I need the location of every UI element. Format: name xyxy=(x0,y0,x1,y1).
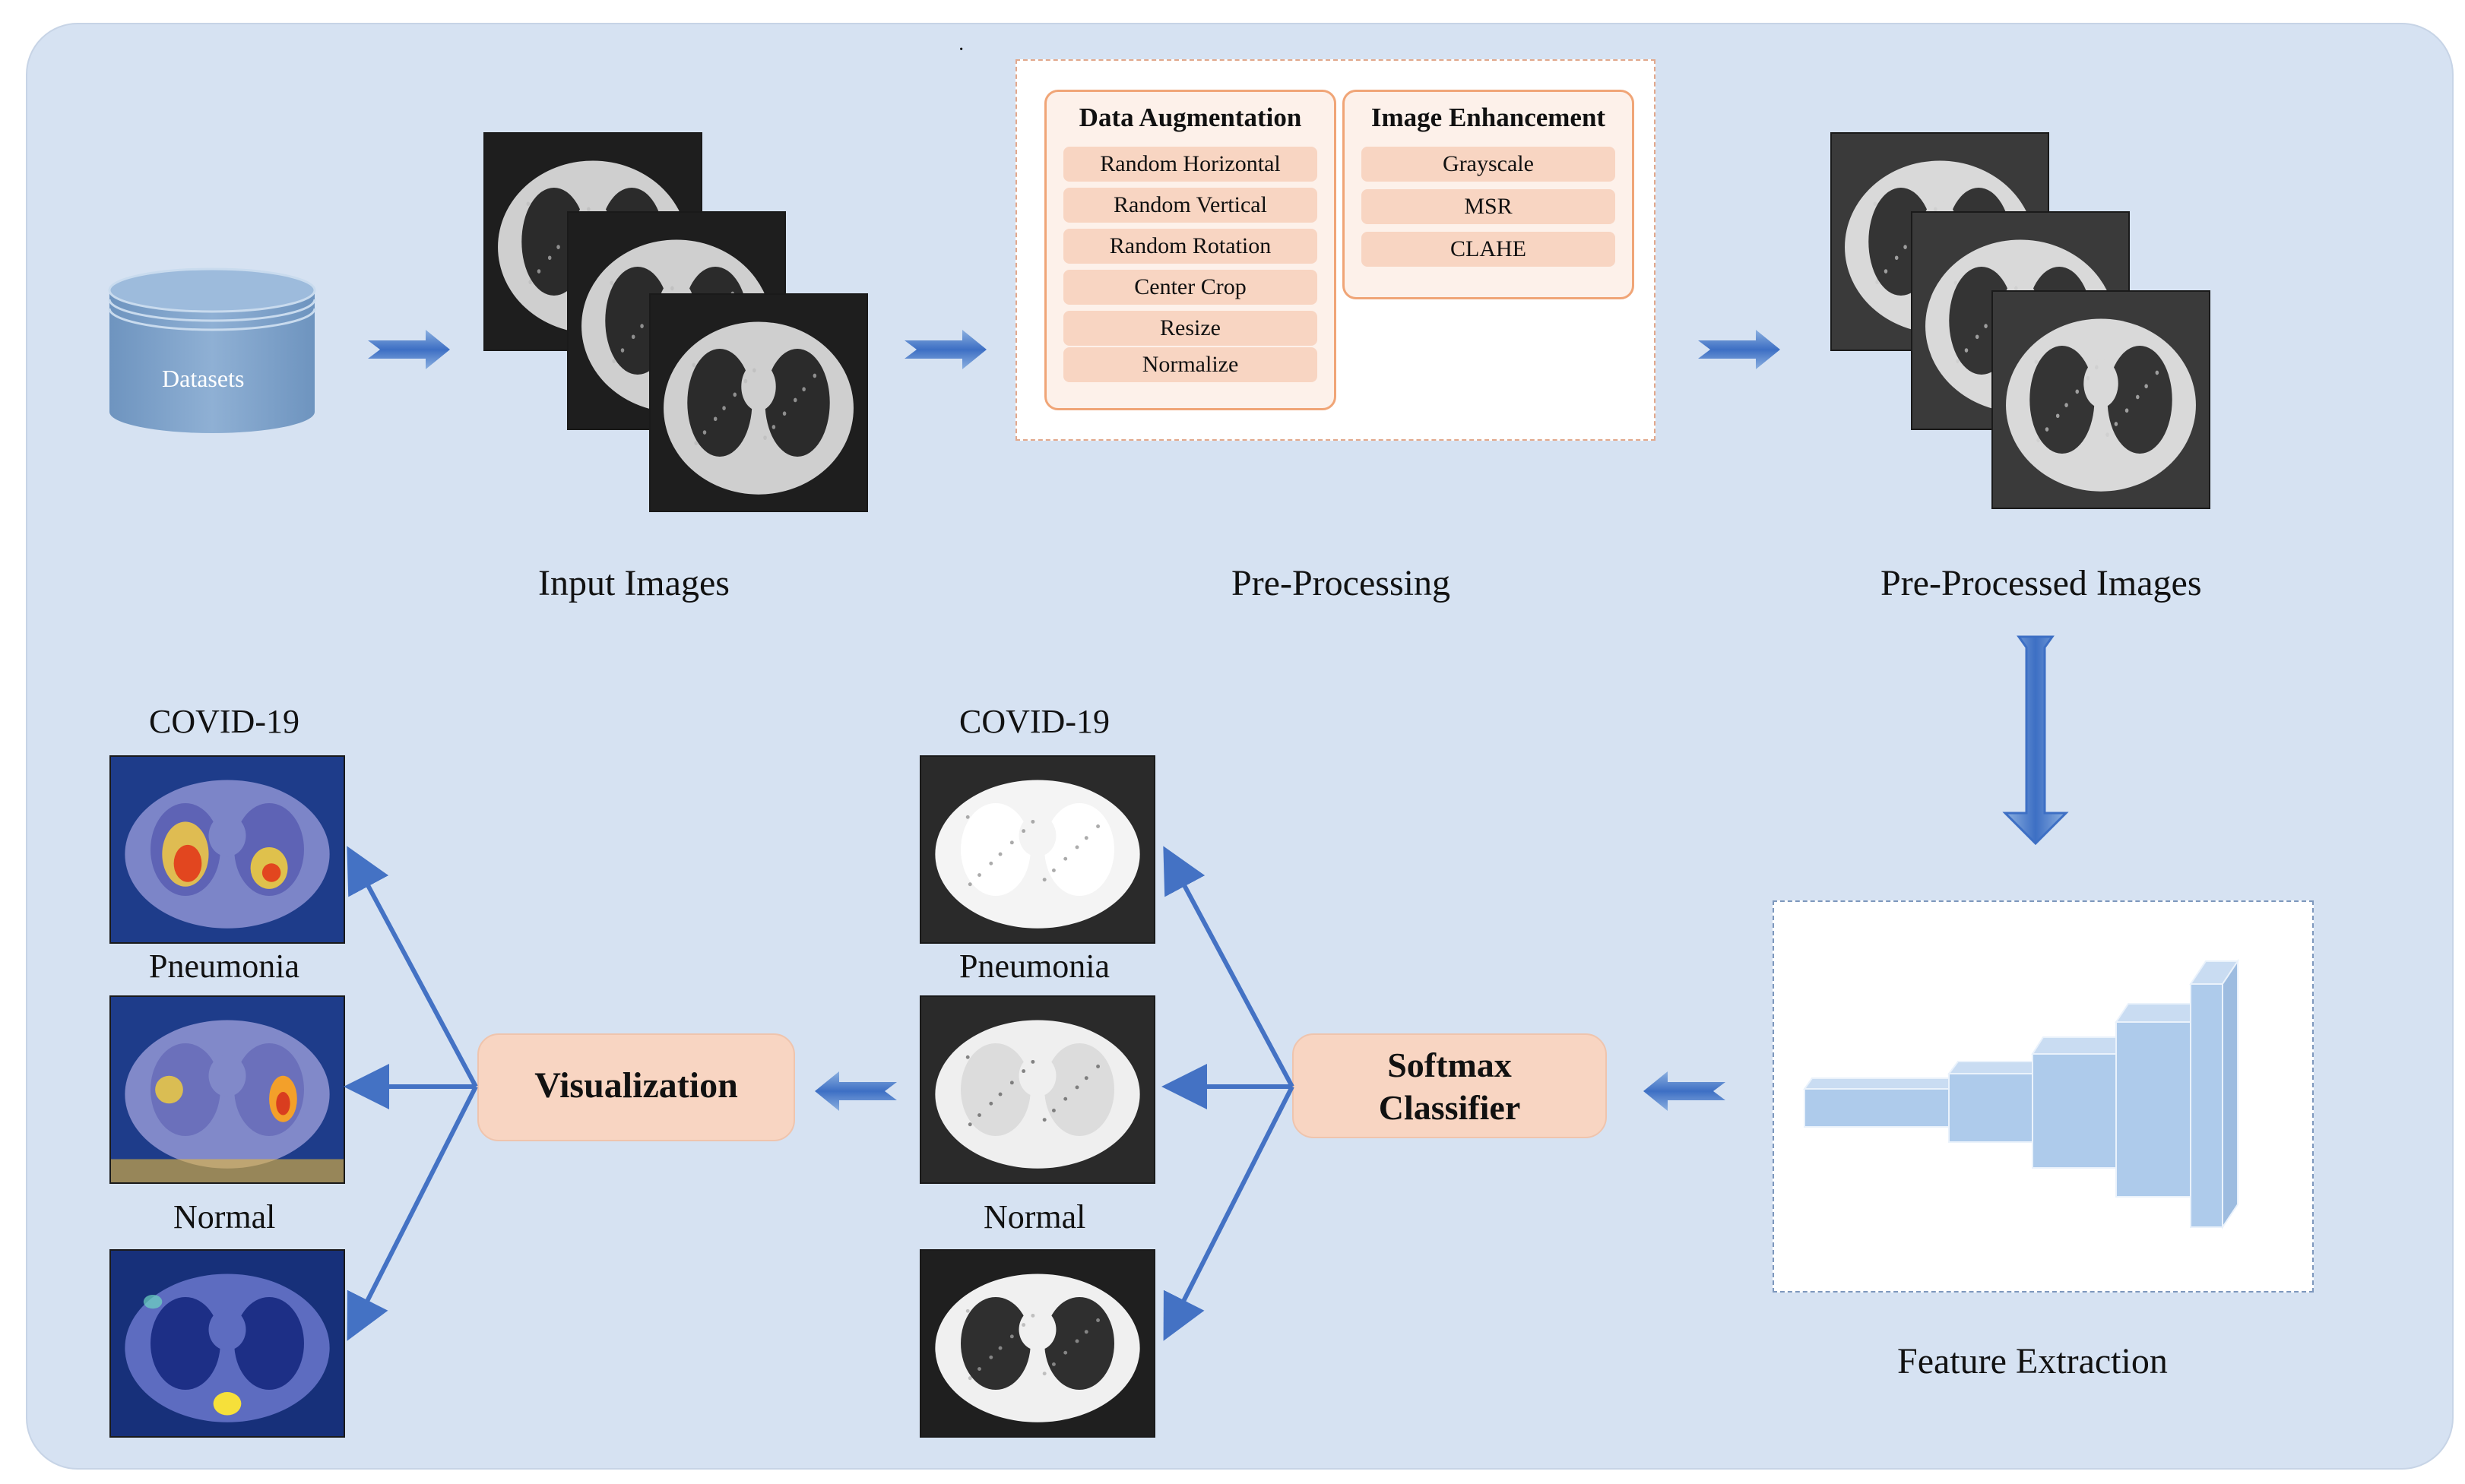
classifier-line-1: Softmax xyxy=(1387,1046,1512,1084)
arrow-preprocessing-to-output xyxy=(1698,330,1780,369)
preprocessing-label: Pre-Processing xyxy=(1231,563,1450,603)
enh-item-msr: MSR xyxy=(1361,189,1615,224)
stray-dot: · xyxy=(958,38,965,62)
classifier-fanout-arrows xyxy=(1161,846,1294,1341)
arrow-down-to-feature-extraction xyxy=(2002,635,2069,846)
preprocessed-images-label: Pre-Processed Images xyxy=(1880,563,2202,603)
preprocessing-panel: Data Augmentation Random Horizontal Rand… xyxy=(1015,59,1655,441)
aug-item-random-vertical: Random Vertical xyxy=(1063,188,1317,223)
class-label-covid-mid: COVID-19 xyxy=(959,703,1110,740)
covid-heatmap-thumbnail xyxy=(109,755,345,944)
preprocessed-ct-image xyxy=(1991,290,2210,509)
enh-item-clahe: CLAHE xyxy=(1361,232,1615,267)
datasets-cylinder-icon xyxy=(108,267,316,433)
class-label-pneumonia-left: Pneumonia xyxy=(149,948,299,985)
arrow-input-to-preprocessing xyxy=(905,330,987,369)
arrow-feature-to-classifier xyxy=(1643,1071,1725,1111)
data-augmentation-group: Data Augmentation Random Horizontal Rand… xyxy=(1044,90,1336,410)
class-label-covid-left: COVID-19 xyxy=(149,703,299,740)
datasets-label: Datasets xyxy=(162,365,245,392)
aug-item-normalize: Normalize xyxy=(1063,347,1317,382)
arrow-datasets-to-input xyxy=(368,330,450,369)
input-ct-image xyxy=(649,293,868,512)
input-images-label: Input Images xyxy=(538,563,730,603)
classifier-line-2: Classifier xyxy=(1378,1088,1521,1127)
feature-extraction-panel xyxy=(1773,900,2314,1293)
visualization-fanout-arrows xyxy=(344,846,478,1341)
pneumonia-heatmap-thumbnail xyxy=(109,995,345,1184)
aug-item-random-rotation: Random Rotation xyxy=(1063,229,1317,264)
class-label-normal-mid: Normal xyxy=(984,1198,1086,1236)
data-augmentation-title: Data Augmentation xyxy=(1079,103,1302,132)
covid-ct-thumbnail xyxy=(920,755,1155,944)
image-enhancement-title: Image Enhancement xyxy=(1370,103,1606,132)
arrow-classifier-to-visualization xyxy=(815,1071,897,1111)
aug-item-resize: Resize xyxy=(1063,311,1317,346)
aug-item-random-horizontal: Random Horizontal xyxy=(1063,147,1317,182)
class-label-pneumonia-mid: Pneumonia xyxy=(959,948,1110,985)
cnn-feature-blocks-icon xyxy=(1803,958,2239,1230)
visualization-box: Visualization xyxy=(477,1033,795,1141)
pneumonia-ct-thumbnail xyxy=(920,995,1155,1184)
enh-item-grayscale: Grayscale xyxy=(1361,147,1615,182)
aug-item-center-crop: Center Crop xyxy=(1063,270,1317,305)
image-enhancement-group: Image Enhancement Grayscale MSR CLAHE xyxy=(1342,90,1634,299)
class-label-normal-left: Normal xyxy=(173,1198,276,1236)
softmax-classifier-box: Softmax Classifier xyxy=(1292,1033,1607,1138)
normal-heatmap-thumbnail xyxy=(109,1249,345,1438)
normal-ct-thumbnail xyxy=(920,1249,1155,1438)
feature-extraction-label: Feature Extraction xyxy=(1897,1341,2168,1381)
